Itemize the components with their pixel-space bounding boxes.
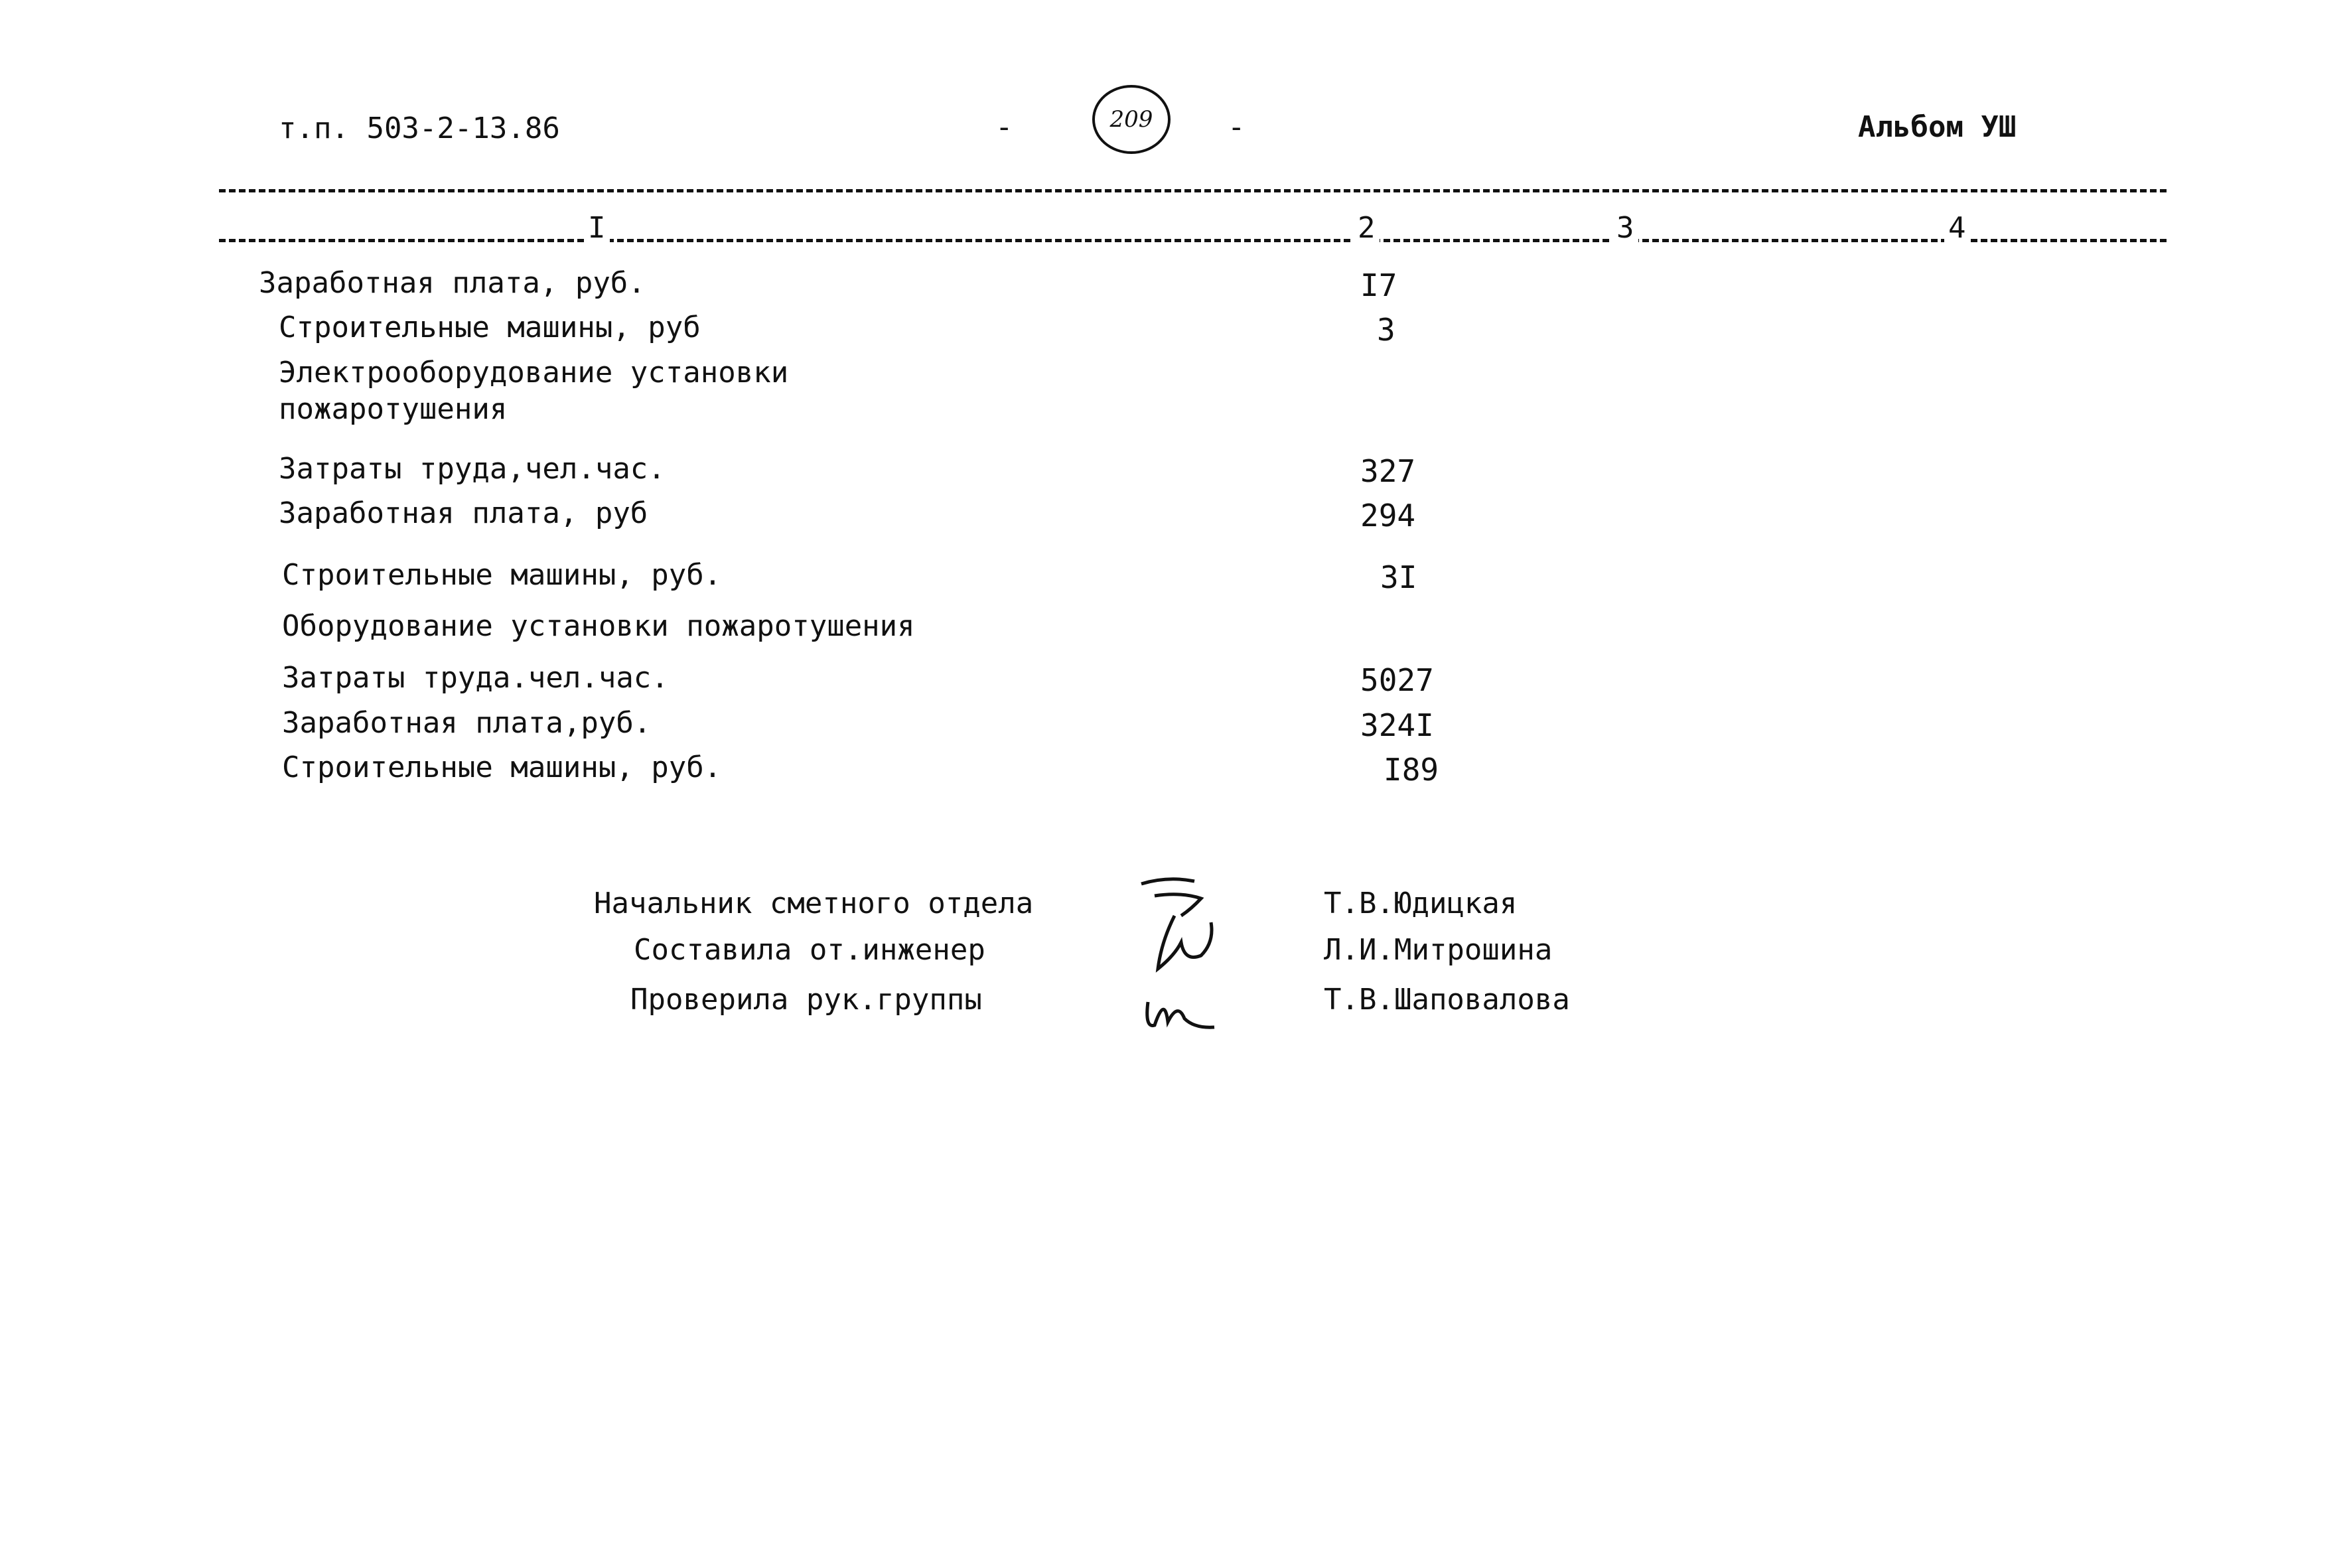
row-value: 3I	[1380, 559, 1417, 595]
signer-name: Т.В.Шаповалова	[1324, 983, 1570, 1017]
table-top-rule	[219, 189, 2167, 192]
page-number-text: 209	[1109, 106, 1153, 133]
row-label: Заработная плата, руб	[279, 496, 648, 530]
row-value: I89	[1384, 752, 1439, 788]
row-value: 3	[1377, 312, 1395, 348]
row-value: 5027	[1360, 662, 1434, 698]
row-value: 327	[1360, 453, 1416, 489]
row-value: 324I	[1360, 707, 1434, 743]
signer-name: Т.В.Юдицкая	[1324, 887, 1518, 920]
row-label: Оборудование установки пожаротушения	[282, 609, 915, 643]
row-value: 294	[1360, 498, 1416, 534]
row-label: Затраты труда.чел.час.	[282, 661, 669, 695]
row-label: Строительные машины, руб.	[282, 558, 722, 592]
page-dash-left: -	[995, 110, 1013, 144]
column-number-2: 2	[1354, 211, 1380, 245]
row-value: I7	[1360, 267, 1397, 303]
row-label-continued: пожаротушения	[279, 392, 508, 426]
document-number: т.п. 503-2-13.86	[279, 111, 560, 145]
column-number-1: I	[584, 211, 610, 245]
row-label: Строительные машины, руб.	[282, 750, 722, 784]
signer-position: Составила от.инженер	[634, 933, 985, 967]
page-dash-right: -	[1228, 110, 1246, 144]
row-label: Затраты труда,чел.час.	[279, 452, 666, 486]
column-number-4: 4	[1944, 211, 1970, 245]
handwritten-signatures	[1141, 877, 1215, 1029]
row-label: Заработная плата,руб.	[282, 706, 652, 740]
column-number-3: 3	[1612, 211, 1638, 245]
album-label: Альбом УШ	[1858, 110, 2017, 144]
row-label: Электрооборудование установки	[279, 356, 789, 390]
row-label: Строительные машины, руб	[279, 311, 701, 344]
table-header-rule	[219, 239, 2167, 242]
signer-name: Л.И.Митрошина	[1324, 933, 1553, 967]
page-number: 209	[1092, 85, 1171, 154]
signer-position: Проверила рук.группы	[630, 983, 982, 1017]
signer-position: Начальник сметного отдела	[594, 887, 1034, 920]
row-label: Заработная плата, руб.	[259, 266, 646, 300]
